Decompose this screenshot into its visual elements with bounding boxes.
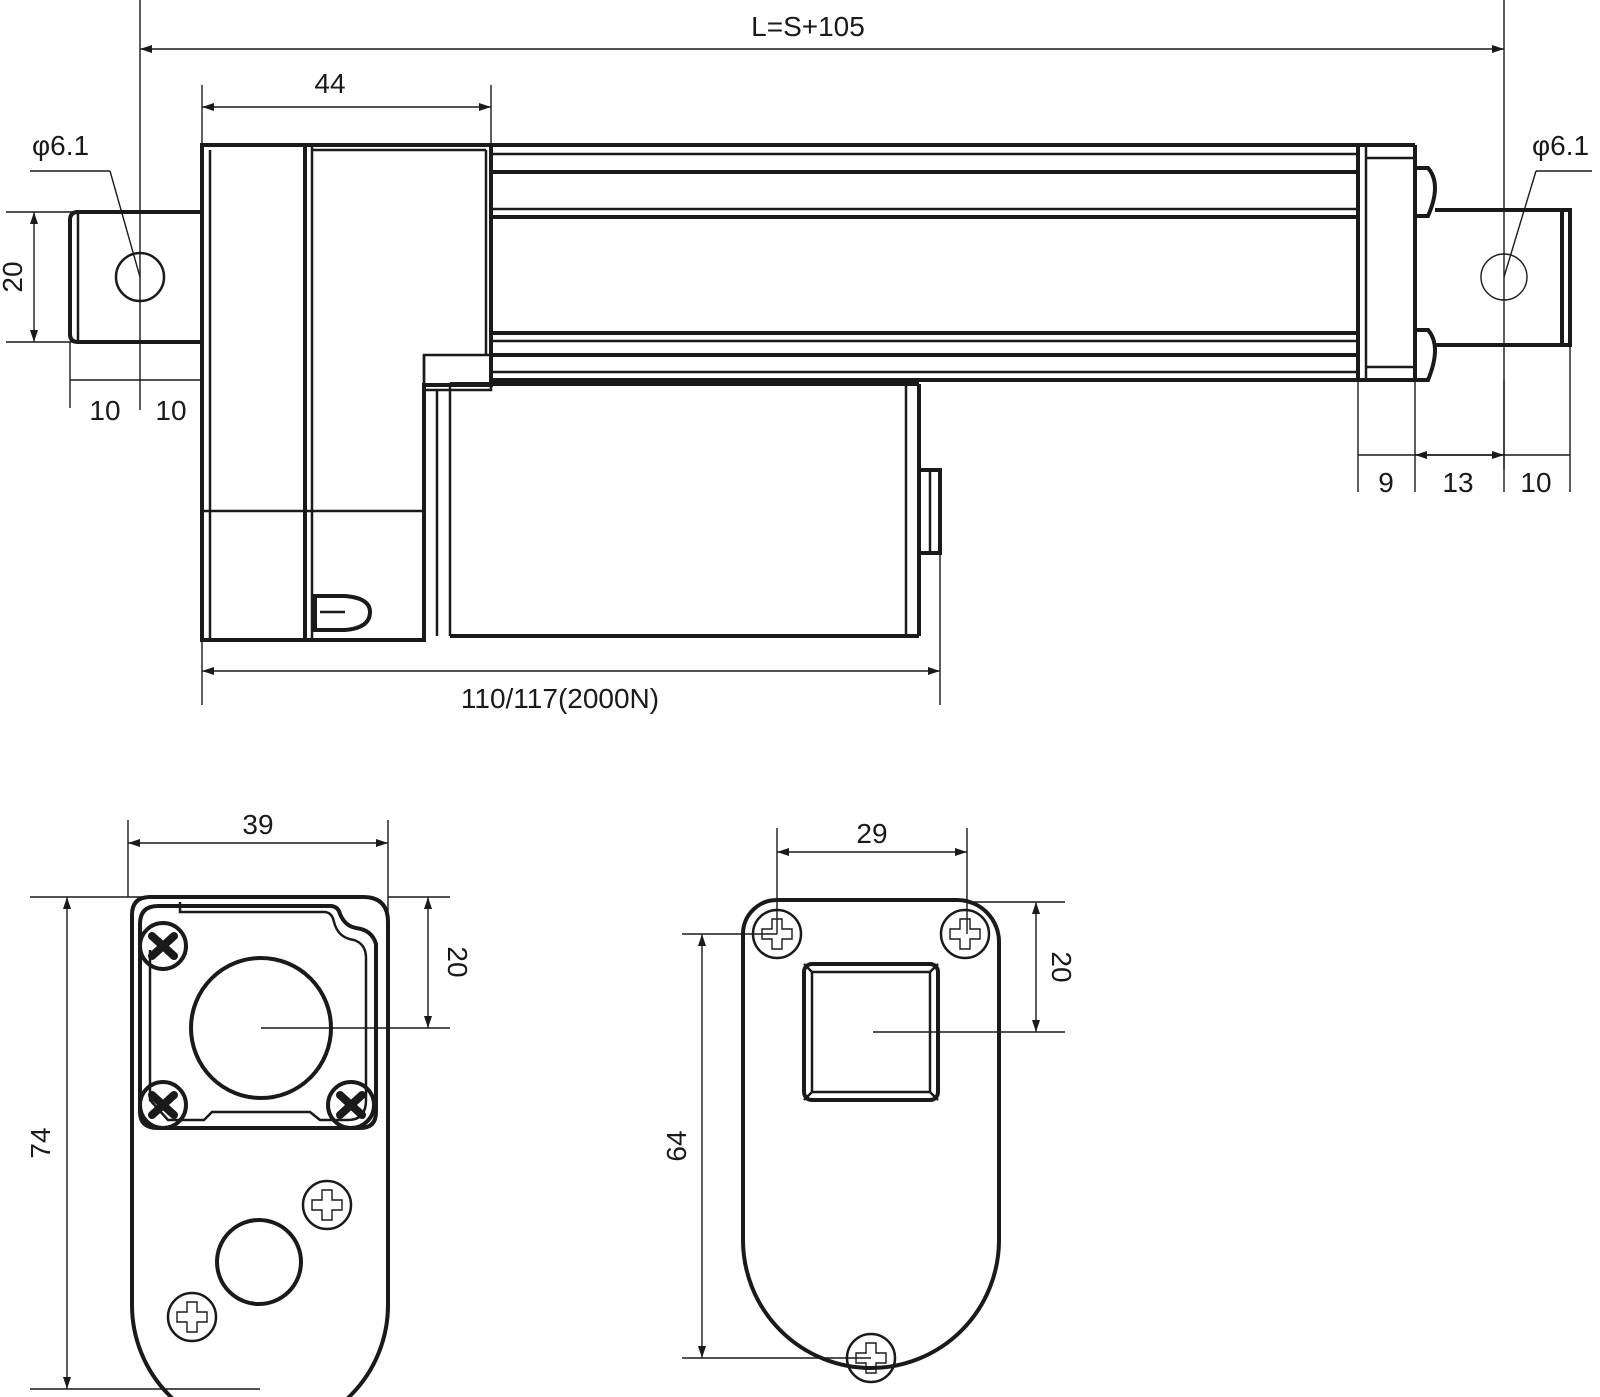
overall-length-label: L=S+105 [751, 11, 865, 42]
front-rod-end [1435, 208, 1572, 347]
end-view-dimensions: 39 74 20 [25, 809, 473, 1390]
front-view-center-label: 20 [1046, 951, 1077, 982]
motor-shaft-circle [215, 1218, 303, 1306]
outer-tube [491, 143, 1437, 382]
phillips-screw-icon [301, 1179, 353, 1231]
end-view [130, 895, 450, 1397]
end-view-height-label: 74 [25, 1127, 56, 1158]
rear-offset-b-label: 10 [155, 395, 186, 426]
front-offset-a-label: 9 [1378, 467, 1394, 498]
rear-offset-a-label: 10 [89, 395, 120, 426]
phillips-screw-icon [939, 908, 991, 960]
end-view-center-label: 20 [442, 946, 473, 977]
screw-icon [138, 921, 188, 971]
clevis-height-label: 20 [0, 261, 28, 292]
motor-body [422, 382, 942, 640]
side-view [30, 143, 1592, 642]
front-view [741, 898, 1065, 1384]
gearbox-housing [200, 143, 493, 642]
motor-length-label: 110/117(2000N) [461, 683, 659, 714]
front-view-holes-label: 29 [856, 818, 887, 849]
screw-icon [138, 1080, 188, 1130]
housing-width-label: 44 [314, 68, 345, 99]
front-hole-dia-label: φ6.1 [1532, 130, 1589, 161]
front-offset-c-label: 10 [1520, 467, 1551, 498]
end-view-width-label: 39 [242, 809, 273, 840]
front-view-height-label: 64 [661, 1130, 692, 1161]
side-view-dimensions: L=S+105 44 φ6.1 φ6.1 20 10 10 9 13 10 [0, 0, 1589, 714]
front-view-dimensions: 29 64 20 [661, 818, 1077, 1359]
screw-icon [326, 1080, 376, 1130]
phillips-screw-icon [166, 1291, 218, 1343]
rear-hole-dia-label: φ6.1 [32, 130, 89, 161]
front-offset-b-label: 13 [1442, 467, 1473, 498]
